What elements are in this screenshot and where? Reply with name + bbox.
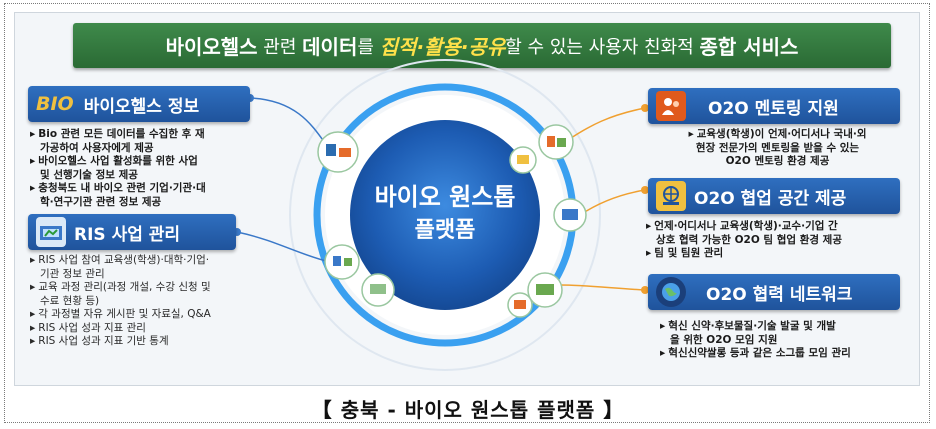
headline-banner: 바이오헬스 관련 데이터 를 집적·활용·공유 할 수 있는 사용자 친화적 종… [73, 23, 891, 68]
connector-mentoring [564, 107, 646, 143]
mentoring-section-title: O2O 멘토링 지원 [648, 88, 900, 124]
ris-list: ▸RIS 사업 참여 교육생(학생)·대학·기업· 기관 정보 관리 ▸교육 과… [30, 254, 275, 349]
connector-network-dot [641, 286, 649, 294]
list-item: ▸혁신신약쌀롱 등과 같은 소그룹 모임 관리 [660, 347, 851, 359]
banner-part4: 를 [357, 36, 380, 58]
list-item: ▸교육생(학생)이 언제·어디서나 국내·외 [688, 128, 867, 140]
hub-core [350, 120, 540, 310]
list-item: ▸RIS 사업 성과 지표 기반 통계 [30, 335, 169, 347]
hub-line2: 플랫폼 [414, 218, 476, 243]
satellite-nodes [317, 124, 587, 318]
ris-title: RIS 사업 관리 [74, 224, 181, 245]
banner-part5: 집적·활용·공유 [379, 35, 506, 59]
list-item: ▸RIS 사업 참여 교육생(학생)·대학·기업· [30, 254, 210, 266]
collab-icon [656, 181, 686, 211]
list-item: ▸Bio 관련 모든 데이터를 수집한 후 재 [30, 128, 205, 140]
list-item: ▸혁신 신약·후보물질·기술 발굴 및 개발 [660, 320, 836, 332]
list-item: ▸교육 과정 관리(과정 개설, 수강 신청 및 [30, 281, 211, 293]
collab-list: ▸언제·어디서나 교육생(학생)·교수·기업 간 상호 협력 가능한 O2O 팀… [646, 220, 906, 261]
connector-ris [236, 231, 331, 263]
list-item: 기관 정보 관리 [40, 267, 105, 280]
mentoring-icon [656, 91, 686, 121]
banner-part7: 종합 서비스 [699, 35, 799, 59]
list-item: ▸각 과정별 자유 게시판 및 자료실, Q&A [30, 308, 211, 320]
banner-part6: 할 수 있는 사용자 친화적 [505, 36, 700, 58]
outer-ring [289, 59, 601, 371]
bio-title: 바이오헬스 정보 [83, 96, 200, 117]
connector-network [559, 284, 646, 291]
network-list: ▸혁신 신약·후보물질·기술 발굴 및 개발 을 위한 O2O 모임 지원 ▸혁… [660, 320, 910, 361]
bio-list: ▸Bio 관련 모든 데이터를 수집한 후 재 가공하여 사용자에게 제공 ▸바… [30, 128, 270, 209]
globe-icon [656, 277, 686, 307]
ris-icon [36, 217, 66, 247]
list-item: ▸RIS 사업 성과 지표 관리 [30, 321, 146, 334]
list-item: ▸팀 및 팀원 관리 [646, 247, 724, 259]
bio-logo: BIO [36, 93, 74, 115]
connector-collab-dot [641, 186, 649, 194]
connector-collab [579, 189, 646, 216]
list-item: 수료 현황 등) [40, 294, 100, 307]
node-bio-glyph [326, 144, 336, 156]
banner-part3: 데이터 [302, 35, 358, 59]
collab-section-title: O2O 협업 공간 제공 [648, 178, 900, 214]
ris-section-title: RIS 사업 관리 [28, 214, 236, 250]
connector-mentoring-dot [641, 104, 649, 112]
list-item: 상호 협력 가능한 O2O 팀 협업 환경 제공 [656, 233, 842, 246]
list-item: ▸충청북도 내 바이오 관련 기업·기관·대 [30, 182, 206, 194]
figure-caption: 【 충북 - 바이오 원스톱 플랫폼 】 [311, 398, 625, 422]
node-mentoring [538, 124, 574, 160]
mentoring-list: ▸교육생(학생)이 언제·어디서나 국내·외 현장 전문가의 멘토링을 받을 수… [650, 128, 905, 169]
list-item: 을 위한 O2O 모임 지원 [670, 333, 778, 346]
hub-line1: 바이오 원스톱 [374, 183, 516, 211]
list-item: 현장 전문가의 멘토링을 받을 수 있는 [695, 141, 860, 154]
collab-title: O2O 협업 공간 제공 [694, 188, 847, 209]
figure-frame [4, 3, 930, 423]
list-item: ▸언제·어디서나 교육생(학생)·교수·기업 간 [646, 220, 838, 232]
list-item: 학·연구기관 관련 정보 제공 [40, 195, 162, 208]
bio-section-title: BIO 바이오헬스 정보 [28, 86, 250, 122]
node-ris [324, 244, 360, 280]
network-section-title: O2O 협력 네트워크 [648, 274, 900, 310]
list-item: 및 선행기술 정보 제공 [40, 168, 138, 181]
hub-label: 바이오 원스톱 플랫폼 [350, 180, 540, 248]
banner-part2: 관련 [257, 36, 303, 58]
list-item: 가공하여 사용자에게 제공 [40, 141, 154, 154]
list-item: O2O 멘토링 환경 제공 [725, 155, 830, 167]
banner-part1: 바이오헬스 [165, 35, 258, 59]
list-item: ▸바이오헬스 사업 활성화를 위한 사업 [30, 155, 198, 167]
network-title: O2O 협력 네트워크 [706, 284, 853, 305]
node-bio [317, 131, 359, 173]
mentoring-title: O2O 멘토링 지원 [708, 98, 839, 119]
